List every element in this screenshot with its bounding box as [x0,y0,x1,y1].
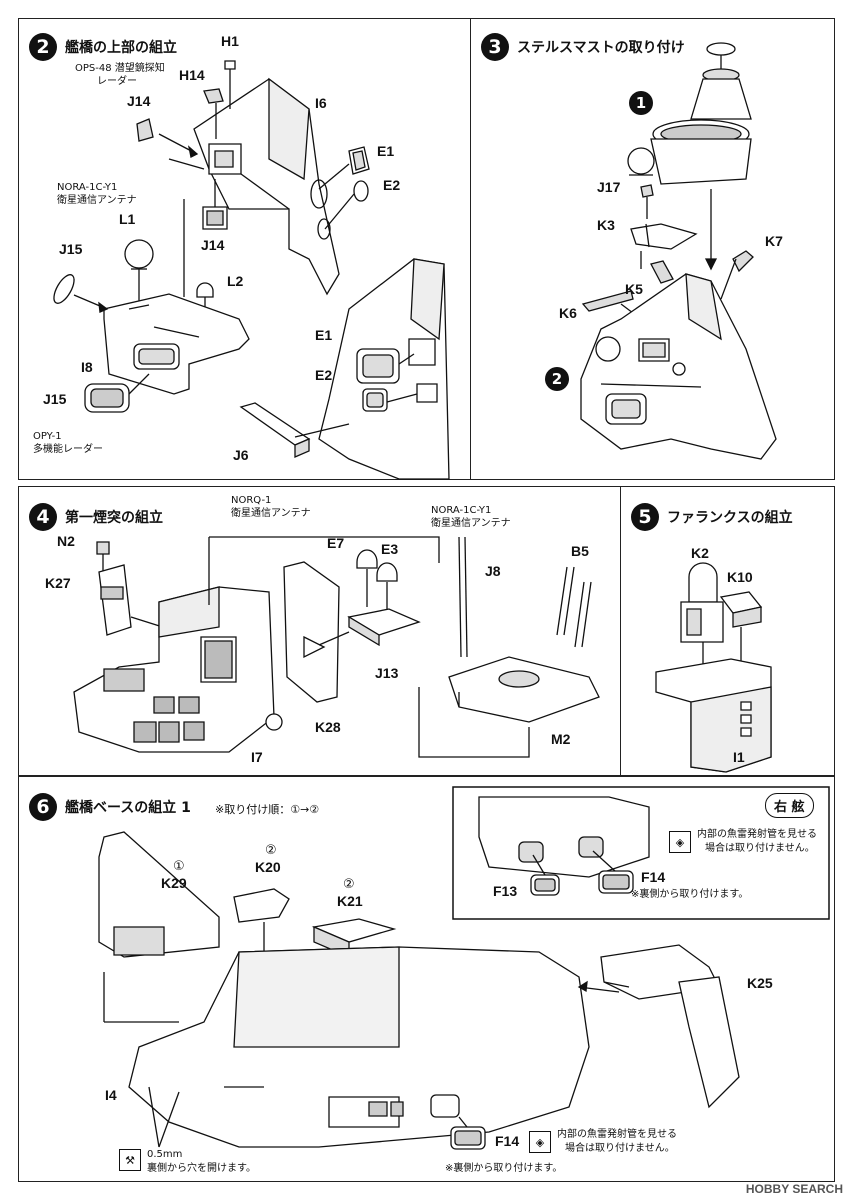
step6-title: 艦橋ベースの組立 1 [65,800,191,816]
inset-back-note: ※裏側から取り付けます。 [631,889,749,900]
torpedo-note-2: 場合は取り付けません。 [565,1143,675,1154]
step4-badge: 4 [29,503,57,531]
part-label-e2-top: E2 [383,177,401,193]
drill-size-note: 0.5mm [147,1149,183,1160]
part-label-k20: K20 [255,859,281,875]
part-label-m2: M2 [551,731,571,747]
inset-torpedo-note-1: 内部の魚雷発射管を見せる [697,829,817,840]
order-mark-k21: ② [343,877,355,892]
step4-panel: 4 第一煙突の組立 NORQ-1 衛星通信アンテナ NORA-1C-Y1 衛星通… [18,486,621,776]
ref-step2-badge: 2 [545,367,569,391]
ops48-note-line2: レーダー [97,76,137,87]
norq-note-line2: 衛星通信アンテナ [231,508,311,519]
step3-badge: 3 [481,33,509,61]
step2-badge: 2 [29,33,57,61]
part-label-j8: J8 [485,563,501,579]
step5-title: ファランクスの組立 [667,510,793,526]
step6-panel: 6 艦橋ベースの組立 1 ※取り付け順：①→② 右 舷 ◈ 内部の魚雷発射管を見… [18,776,835,1182]
drill-icon: ⚒ [119,1149,141,1171]
part-label-i1: I1 [733,749,745,765]
eye-icon-lower: ◈ [529,1131,551,1153]
ops48-note-line1: OPS-48 潜望鏡探知 [75,63,165,74]
part-label-l2: L2 [227,273,244,289]
part-label-k6: K6 [559,305,577,321]
step3-title: ステルスマストの取り付け [517,40,685,56]
part-label-k21: K21 [337,893,363,909]
order-mark-k20: ② [265,843,277,858]
part-label-k27: K27 [45,575,71,591]
back-attach-note: ※裏側から取り付けます。 [445,1163,563,1174]
part-label-k28: K28 [315,719,341,735]
part-label-f14: F14 [495,1133,520,1149]
part-label-k3: K3 [597,217,615,233]
torpedo-note-1: 内部の魚雷発射管を見せる [557,1129,677,1140]
nora-note-line1: NORA-1C-Y1 [57,182,118,193]
inset-torpedo-note-2: 場合は取り付けません。 [705,843,815,854]
part-label-j15-left: J15 [59,241,83,257]
part-label-e2-lower: E2 [315,367,333,383]
drill-hole-note: 裏側から穴を開けます。 [147,1163,256,1174]
part-label-j17: J17 [597,179,621,195]
part-label-i7: I7 [251,749,263,765]
step5-illustration [621,487,836,777]
norq-note-line1: NORQ-1 [231,495,272,506]
part-label-j13: J13 [375,665,399,681]
part-label-i4: I4 [105,1087,117,1103]
nora-note-line1-step4: NORA-1C-Y1 [431,505,492,516]
step4-illustration [19,487,622,777]
step5-panel: 5 ファランクスの組立 K2 K10 I1 [620,486,835,776]
part-label-k29: K29 [161,875,187,891]
eye-icon: ◈ [669,831,691,853]
part-label-f14-inset: F14 [641,869,666,885]
order-mark-k29: ① [173,859,185,874]
step6-order-note: ※取り付け順：①→② [215,803,320,816]
watermark: HOBBY SEARCH [745,1182,843,1196]
step2-panel: 2 艦橋の上部の組立 OPS-48 潜望鏡探知 レーダー NORA-1C-Y1 … [18,18,471,480]
step4-title: 第一煙突の組立 [65,510,163,526]
step2-illustration [19,19,472,481]
part-label-f13: F13 [493,883,518,899]
part-label-k2: K2 [691,545,709,561]
part-label-k7: K7 [765,233,783,249]
part-label-j15-lower: J15 [43,391,67,407]
part-label-b5: B5 [571,543,589,559]
step6-illustration [19,777,836,1183]
step6-badge: 6 [29,793,57,821]
part-label-l1: L1 [119,211,136,227]
nora-note-line2: 衛星通信アンテナ [57,195,137,206]
part-label-e3: E3 [381,541,399,557]
part-label-e7: E7 [327,535,345,551]
part-label-n2: N2 [57,533,75,549]
part-label-j14-top: J14 [127,93,151,109]
part-label-j14-lower: J14 [201,237,225,253]
step3-panel: 3 ステルスマストの取り付け 1 2 J17 K3 K7 K5 K6 [470,18,835,480]
part-label-h14: H14 [179,67,205,83]
starboard-badge: 右 舷 [765,793,814,818]
part-label-k10: K10 [727,569,753,585]
nora-note-line2-step4: 衛星通信アンテナ [431,518,511,529]
step3-illustration [471,19,836,481]
part-label-j6: J6 [233,447,249,463]
part-label-i6: I6 [315,95,327,111]
part-label-e1-lower: E1 [315,327,333,343]
opy-note-line2: 多機能レーダー [33,444,103,455]
step5-badge: 5 [631,503,659,531]
part-label-k25: K25 [747,975,773,991]
part-label-k5: K5 [625,281,643,297]
opy-note-line1: OPY-1 [33,431,62,442]
step2-title: 艦橋の上部の組立 [65,40,177,56]
part-label-e1-top: E1 [377,143,395,159]
ref-step1-badge: 1 [629,91,653,115]
part-label-i8: I8 [81,359,93,375]
part-label-h1: H1 [221,33,239,49]
